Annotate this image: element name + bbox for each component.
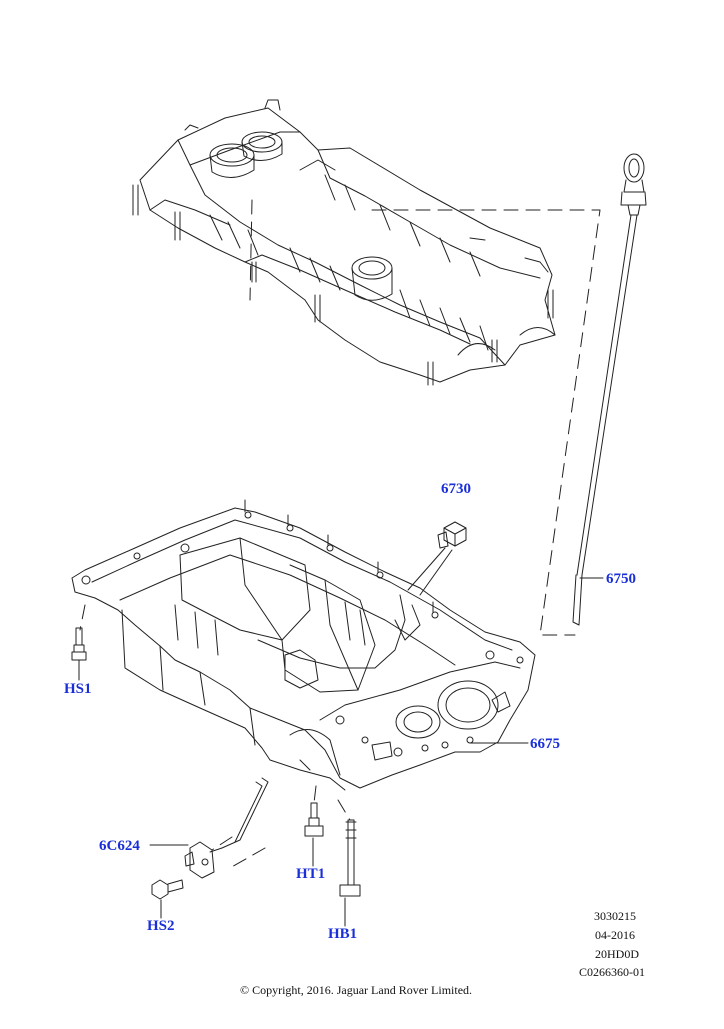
- oil-pan-illustration: [71, 499, 536, 791]
- bolt-hs2-illustration: [151, 879, 184, 900]
- callout-6750[interactable]: 6750: [606, 571, 636, 587]
- callout-hs1[interactable]: HS1: [64, 681, 92, 697]
- bolt-ht1-illustration: [304, 802, 324, 837]
- illustration-date: 04-2016: [595, 928, 635, 942]
- callout-ht1[interactable]: HT1: [296, 866, 326, 882]
- oil-level-sensor-illustration: [184, 777, 269, 879]
- illustration-reference: C0266360-01: [579, 965, 645, 979]
- callout-hs2[interactable]: HS2: [147, 918, 175, 934]
- leader-lines: [78, 547, 604, 927]
- illustration-model-code: 20HD0D: [595, 947, 639, 961]
- callout-6675[interactable]: 6675: [530, 736, 560, 752]
- callout-6730[interactable]: 6730: [441, 481, 471, 497]
- engine-cover-illustration: [132, 99, 556, 386]
- callout-6c624[interactable]: 6C624: [99, 838, 140, 854]
- bolt-hb1-illustration: [339, 819, 361, 897]
- copyright-notice: © Copyright, 2016. Jaguar Land Rover Lim…: [239, 983, 473, 997]
- assembly-dashed-lines: [79, 199, 601, 869]
- bolt-hs1-illustration: [71, 627, 87, 661]
- filler-plug-illustration: [437, 521, 467, 549]
- illustration-number: 3030215: [594, 909, 636, 923]
- dipstick-illustration: [572, 153, 647, 626]
- callout-hb1[interactable]: HB1: [328, 926, 358, 942]
